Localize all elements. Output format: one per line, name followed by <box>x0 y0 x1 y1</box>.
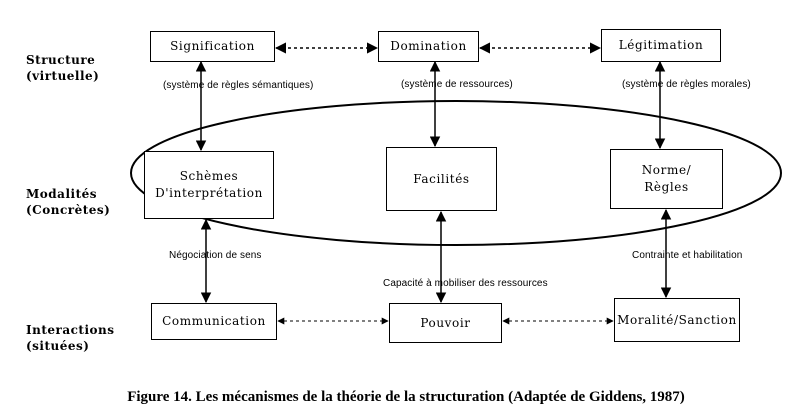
box-domination: Domination <box>378 31 479 62</box>
note-semantiques: (système de règles sémantiques) <box>163 80 314 91</box>
box-signification: Signification <box>150 31 275 62</box>
level-interactions-title: Interactions <box>26 323 115 337</box>
box-schemes: Schèmes D'interprétation <box>144 151 274 219</box>
level-interactions-subtitle: (situées) <box>26 339 90 353</box>
level-structure: Structure (virtuelle) <box>26 52 99 84</box>
box-norme-line2: Règles <box>644 180 689 194</box>
level-structure-subtitle: (virtuelle) <box>26 69 100 83</box>
box-schemes-line2: D'interprétation <box>155 186 263 200</box>
box-norme-line1: Norme/ <box>641 163 692 177</box>
box-legitimation: Légitimation <box>601 29 721 62</box>
modalites-ellipse <box>130 100 782 246</box>
note-ressources: (système de ressources) <box>401 79 513 90</box>
box-pouvoir: Pouvoir <box>389 303 502 343</box>
box-facilites: Facilités <box>386 147 497 211</box>
level-modalites-subtitle: (Concrètes) <box>26 203 111 217</box>
box-norme: Norme/ Règles <box>610 149 723 209</box>
box-communication: Communication <box>151 303 277 340</box>
level-modalites-title: Modalités <box>26 187 98 201</box>
level-interactions: Interactions (situées) <box>26 322 115 354</box>
note-morales: (système de règles morales) <box>622 79 751 90</box>
box-schemes-line1: Schèmes <box>179 169 239 183</box>
note-contrainte: Contrainte et habilitation <box>632 250 743 261</box>
note-negociation: Négociation de sens <box>169 250 262 261</box>
level-modalites: Modalités (Concrètes) <box>26 186 110 218</box>
note-capacite: Capacité à mobiliser des ressources <box>383 278 548 289</box>
box-moralite: Moralité/Sanction <box>614 298 740 342</box>
figure-caption: Figure 14. Les mécanismes de la théorie … <box>127 389 685 405</box>
level-structure-title: Structure <box>26 53 96 67</box>
